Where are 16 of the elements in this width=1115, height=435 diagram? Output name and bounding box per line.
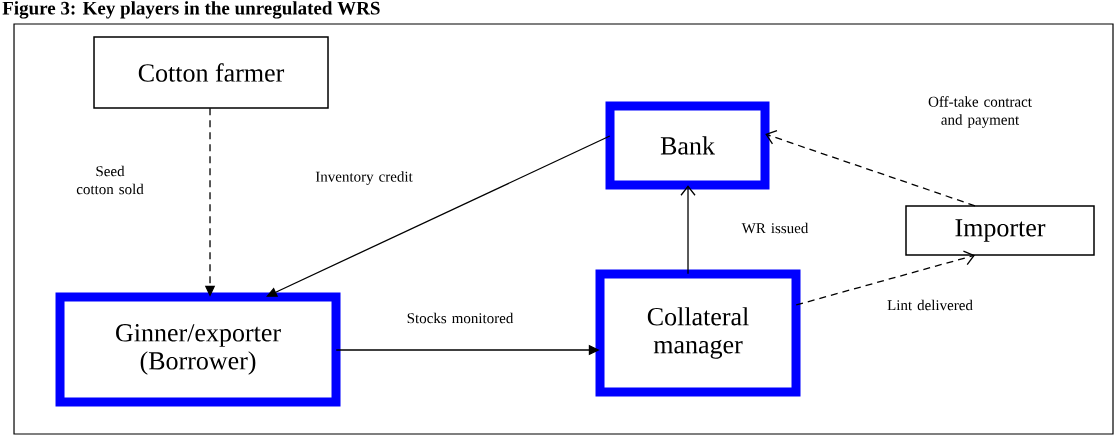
- edge-label: Off-take contract and payment: [928, 96, 1032, 128]
- edge-label: WR issued: [741, 222, 809, 234]
- arrow: [680, 185, 696, 275]
- actor-box: Collateral manager: [595, 269, 801, 397]
- edge-label: Seed cotton sold: [76, 165, 144, 195]
- arrow: [795, 250, 975, 306]
- arrow: [765, 130, 976, 207]
- arrow: [266, 135, 611, 297]
- actor-box: Ginner/exporter (Borrower): [55, 292, 341, 407]
- edge-label: Lint delivered: [887, 299, 973, 311]
- edge-label: Inventory credit: [315, 171, 413, 185]
- actor-box: Cotton farmer: [93, 36, 329, 109]
- actor-box: Importer: [905, 205, 1095, 256]
- figure-title: Figure 3: Key players in the unregulated WRS: [2, 1, 380, 19]
- edge-label: Stocks monitored: [407, 312, 514, 324]
- actor-box: Bank: [605, 101, 770, 190]
